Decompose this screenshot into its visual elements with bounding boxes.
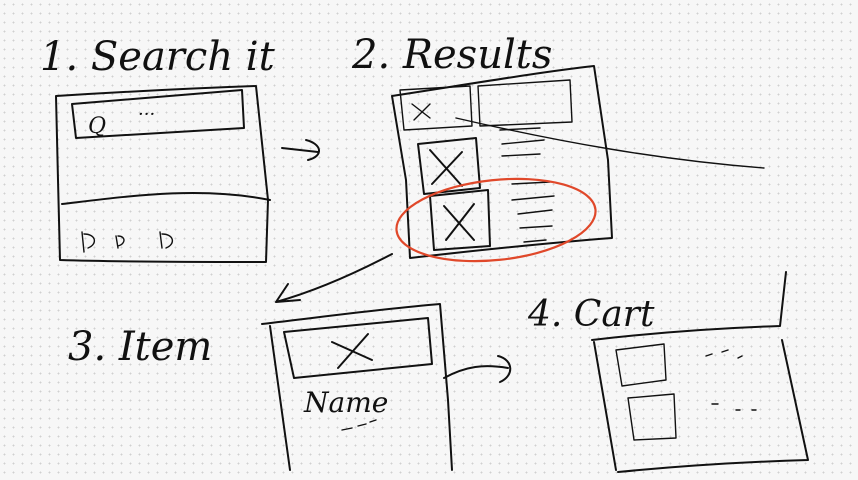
item-screen-frame (261, 303, 453, 471)
cart-item-thumbnail (627, 393, 677, 441)
results-screen-frame (391, 65, 613, 259)
step-search-title: 1. Search it (40, 34, 276, 80)
result-thumbnail (417, 137, 481, 195)
search-glyph: Q (88, 114, 106, 139)
category-icons (81, 231, 173, 253)
arrow-search-to-results (281, 139, 320, 161)
search-screen-frame (55, 85, 269, 263)
cart-item-thumbnail (615, 343, 667, 387)
category-icon (115, 235, 125, 249)
cart-screen-frame (591, 271, 809, 473)
step-results: 2. Results (351, 32, 765, 263)
arrow-results-to-item (275, 253, 393, 303)
item-description-dashes (341, 419, 377, 431)
step-cart-title: 4. Cart (527, 294, 655, 335)
result-text-lines (499, 127, 555, 243)
results-header-panel (477, 79, 573, 127)
search-dots: ··· (138, 104, 155, 125)
step-cart: 4. Cart (527, 271, 809, 473)
selected-result-highlight (395, 177, 597, 263)
step-item-title: 3. Item (68, 324, 212, 370)
step-item: 3. Item Name (68, 303, 453, 471)
category-icon (159, 231, 173, 249)
item-name-label: Name (303, 386, 388, 419)
result-thumbnail-selected[interactable] (429, 189, 491, 251)
category-icon (81, 231, 95, 253)
cart-item-text (705, 349, 757, 411)
step-results-title: 2. Results (351, 32, 552, 78)
item-image (283, 317, 433, 379)
search-bar[interactable] (71, 89, 245, 139)
results-header-image (399, 85, 473, 131)
step-search: 1. Search it Q ··· (40, 34, 276, 263)
results-long-stroke (455, 117, 765, 169)
arrow-item-to-cart (443, 355, 512, 383)
search-divider (61, 192, 271, 205)
